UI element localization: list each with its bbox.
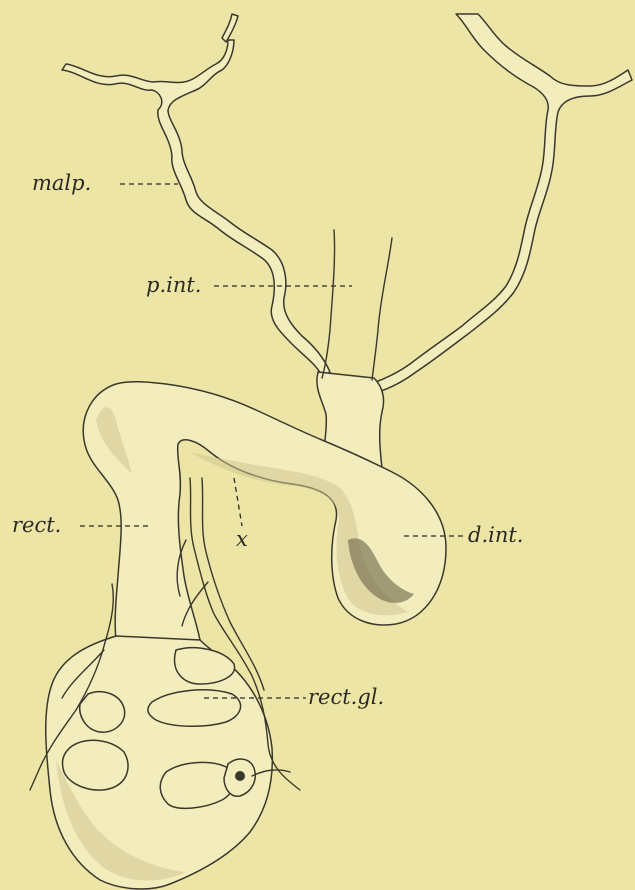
label-p-int: p.int. [146,273,201,297]
malpighian-tubule-right [370,14,632,394]
label-malp: malp. [32,171,91,195]
label-d-int: d.int. [468,523,523,547]
malpighian-tubule-left [62,14,330,376]
large-intestine-loop [83,382,446,640]
label-rect: rect. [12,513,61,537]
label-rect-gl: rect.gl. [308,685,384,709]
posterior-intestine [317,230,392,470]
label-x: x [236,527,248,551]
